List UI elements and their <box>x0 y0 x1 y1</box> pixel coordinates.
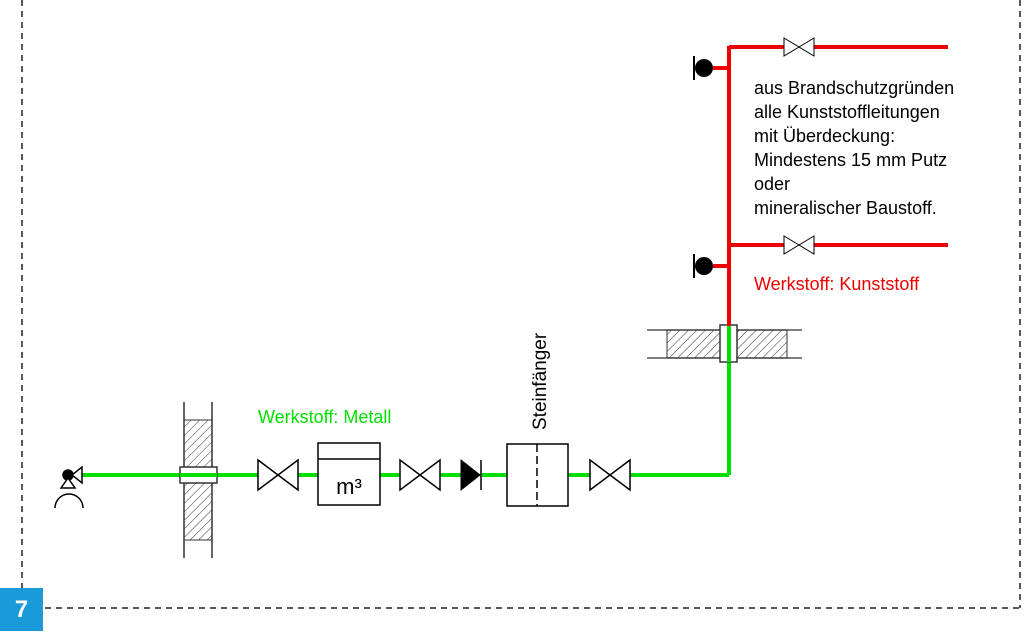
fire-protection-note: aus Brandschutzgründen alle Kunststoffle… <box>754 78 954 218</box>
water-meter-icon <box>317 442 381 506</box>
plastic-material-label: Werkstoff: Kunststoff <box>754 274 920 294</box>
stone-trap-label: Steinfänger <box>530 332 551 430</box>
metal-material-label: Werkstoff: Metall <box>258 407 391 427</box>
floor-penetration-icon <box>647 316 802 363</box>
note-line: aus Brandschutzgründen <box>754 78 954 98</box>
plastic-pipe <box>713 45 948 326</box>
tap-icon <box>693 254 713 278</box>
shutoff-valve-icon[interactable] <box>257 458 299 492</box>
metal-pipe <box>80 326 731 477</box>
shutoff-valve-icon[interactable] <box>399 458 441 492</box>
figure-number-badge: 7 <box>0 588 43 631</box>
shutoff-valve-icon[interactable] <box>783 37 815 57</box>
stone-trap-icon <box>506 443 569 507</box>
shutoff-valve-icon[interactable] <box>589 458 631 492</box>
note-line: Mindestens 15 mm Putz <box>754 150 947 170</box>
note-line: mit Überdeckung: <box>754 126 895 146</box>
check-valve-icon <box>460 458 482 492</box>
wall-penetration-icon <box>179 402 218 558</box>
note-line: alle Kunststoffleitungen <box>754 102 940 122</box>
tap-icon <box>693 56 713 80</box>
note-line: oder <box>754 174 790 194</box>
shutoff-valve-icon[interactable] <box>783 235 815 255</box>
note-line: mineralischer Baustoff. <box>754 198 937 218</box>
supply-connection-icon <box>54 465 84 509</box>
meter-unit-label: m³ <box>336 474 362 499</box>
